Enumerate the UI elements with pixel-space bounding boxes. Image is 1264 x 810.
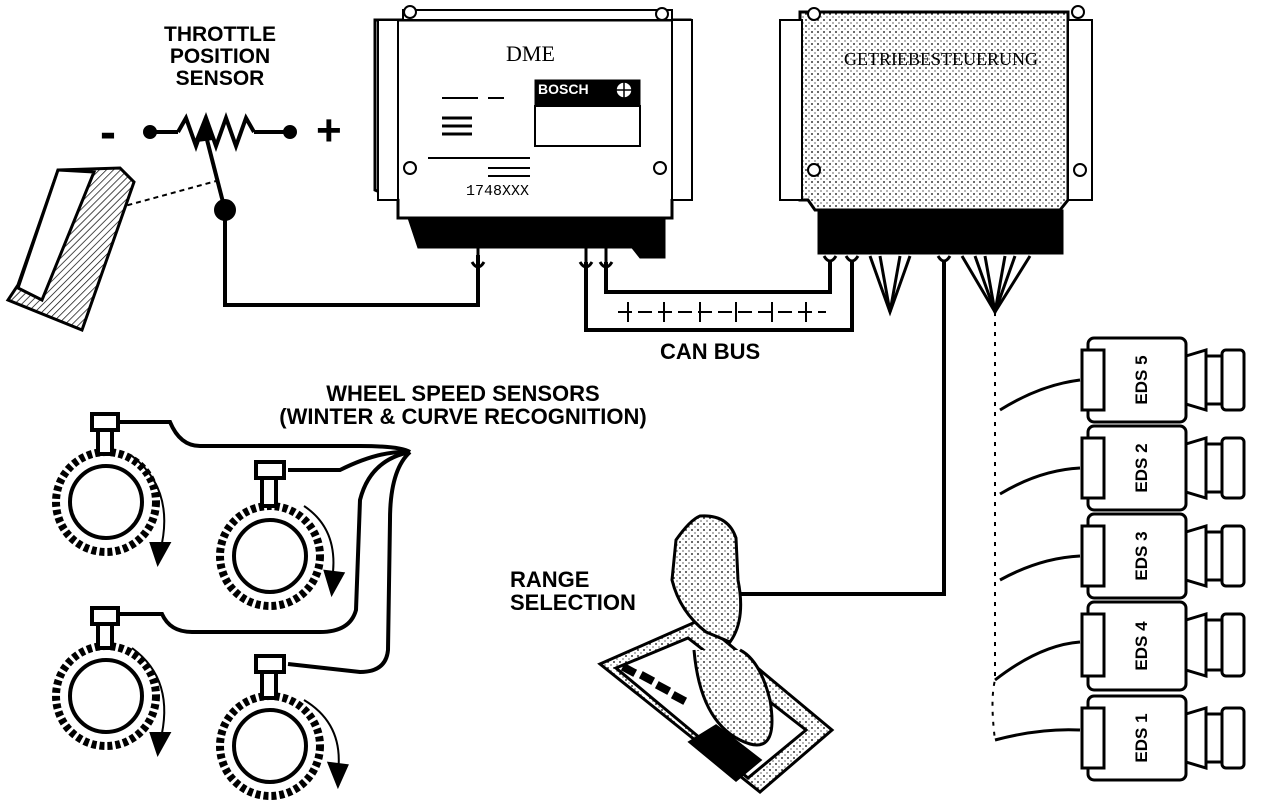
accelerator-pedal [5, 166, 136, 332]
eds-2-label: EDS 2 [1132, 443, 1151, 493]
eds-3-solenoid [1080, 512, 1246, 600]
can-bus-wiring [584, 262, 854, 332]
dme-part-number: 1748XXX [466, 183, 530, 200]
pedal-linkage [109, 179, 221, 211]
eds-4-solenoid [1080, 600, 1246, 692]
eds-1-label: EDS 1 [1132, 713, 1151, 763]
minus-terminal-label: - [100, 106, 116, 159]
tcu-pins [738, 255, 1032, 596]
wheel-label-line2: (WINTER & CURVE RECOGNITION) [279, 404, 647, 430]
dme-control-unit [373, 5, 693, 259]
can-bus-label: CAN BUS [660, 339, 761, 364]
throttle-sensor-label: THROTTLE POSITION SENSOR [140, 23, 300, 91]
bosch-badge: BOSCH [538, 81, 589, 97]
range-label-line1: RANGE [510, 567, 590, 592]
throttle-potentiometer [143, 112, 480, 307]
eds-5-solenoid [1080, 336, 1246, 424]
tcu-title: GETRIEBESTEUERUNG [844, 49, 1038, 69]
eds-solenoid-stack [1080, 336, 1246, 782]
eds-1-solenoid [1080, 694, 1246, 782]
transmission-control-unit [779, 5, 1093, 255]
wheel-sensor-rear-right [216, 654, 349, 800]
range-label-line2: SELECTION [510, 590, 636, 616]
wheel-sensor-front-left [52, 412, 172, 567]
wheel-label-line1: WHEEL SPEED SENSORS [326, 381, 600, 406]
throttle-label-line2: POSITION [169, 45, 271, 69]
dme-pins [470, 248, 614, 269]
wheel-sensor-front-right [216, 460, 346, 610]
plus-terminal-label: + [316, 106, 342, 155]
eds-harness [991, 312, 1081, 742]
dme-title: DME [506, 41, 555, 66]
eds-5-label: EDS 5 [1132, 355, 1151, 405]
range-selection-label: RANGE SELECTION [510, 568, 636, 614]
wheel-sensors-label: WHEEL SPEED SENSORS (WINTER & CURVE RECO… [238, 382, 688, 428]
eds-3-label: EDS 3 [1132, 531, 1151, 581]
wheel-speed-sensors [52, 412, 349, 800]
wheel-sensor-rear-left [52, 606, 172, 757]
eds-4-label: EDS 4 [1132, 621, 1151, 671]
throttle-label-line3: SENSOR [175, 67, 265, 91]
wheel-sensor-harness [118, 420, 412, 675]
range-selector-lever [597, 514, 835, 794]
eds-2-solenoid [1080, 424, 1246, 512]
throttle-label-line1: THROTTLE [164, 23, 276, 46]
